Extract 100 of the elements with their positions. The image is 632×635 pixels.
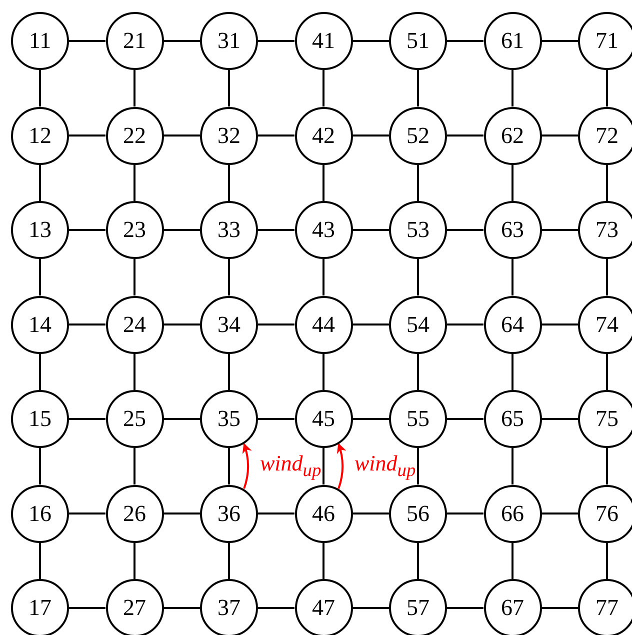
- connector-line: [164, 229, 200, 231]
- node-circle: 11: [11, 12, 69, 70]
- node-circle: 36: [200, 484, 258, 542]
- connector-line: [258, 418, 294, 420]
- connector-line: [258, 324, 294, 326]
- connector-line: [322, 448, 324, 484]
- node-circle: 37: [200, 579, 258, 635]
- connector-line: [39, 259, 41, 296]
- node-circle: 26: [106, 484, 164, 542]
- node-circle: 27: [106, 579, 164, 635]
- node-circle: 33: [200, 201, 258, 259]
- connector-line: [417, 542, 419, 579]
- connector-line: [447, 418, 484, 420]
- connector-line: [39, 70, 41, 106]
- node-circle: 34: [200, 296, 258, 354]
- connector-line: [69, 512, 106, 514]
- connector-line: [164, 324, 200, 326]
- node-circle: 32: [200, 106, 258, 164]
- connector-line: [417, 164, 419, 201]
- connector-line: [512, 70, 514, 106]
- node-circle: 72: [578, 106, 632, 164]
- connector-line: [258, 134, 294, 136]
- connector-line: [606, 70, 608, 106]
- node-circle: 15: [11, 390, 69, 448]
- node-circle: 45: [294, 390, 352, 448]
- connector-line: [258, 607, 294, 609]
- connector-line: [39, 448, 41, 484]
- node-circle: 52: [389, 106, 447, 164]
- node-circle: 17: [11, 579, 69, 635]
- connector-line: [258, 229, 294, 231]
- connector-line: [352, 512, 389, 514]
- node-circle: 55: [389, 390, 447, 448]
- connector-line: [39, 542, 41, 579]
- node-circle: 43: [294, 201, 352, 259]
- node-circle: 35: [200, 390, 258, 448]
- connector-line: [512, 448, 514, 484]
- connector-line: [606, 259, 608, 296]
- connector-line: [542, 40, 578, 42]
- connector-line: [69, 134, 106, 136]
- connector-line: [352, 607, 389, 609]
- connector-line: [134, 354, 136, 390]
- connector-line: [69, 229, 106, 231]
- node-circle: 66: [484, 484, 542, 542]
- connector-line: [69, 40, 106, 42]
- node-circle: 71: [578, 12, 632, 70]
- node-circle: 31: [200, 12, 258, 70]
- node-circle: 77: [578, 579, 632, 635]
- connector-line: [512, 542, 514, 579]
- connector-line: [164, 512, 200, 514]
- node-circle: 41: [294, 12, 352, 70]
- connector-line: [164, 134, 200, 136]
- connector-line: [228, 542, 230, 579]
- node-circle: 65: [484, 390, 542, 448]
- connector-line: [417, 354, 419, 390]
- node-circle: 56: [389, 484, 447, 542]
- connector-line: [322, 354, 324, 390]
- connector-line: [134, 164, 136, 201]
- arrow: [336, 443, 346, 489]
- connector-line: [542, 324, 578, 326]
- connector-line: [134, 259, 136, 296]
- connector-line: [352, 229, 389, 231]
- node-circle: 54: [389, 296, 447, 354]
- node-circle: 67: [484, 579, 542, 635]
- node-circle: 57: [389, 579, 447, 635]
- arrow: [242, 443, 252, 489]
- node-circle: 23: [106, 201, 164, 259]
- connector-line: [447, 607, 484, 609]
- node-circle: 64: [484, 296, 542, 354]
- connector-line: [352, 324, 389, 326]
- connector-line: [322, 542, 324, 579]
- connector-line: [134, 70, 136, 106]
- connector-line: [164, 607, 200, 609]
- connector-line: [417, 70, 419, 106]
- node-circle: 24: [106, 296, 164, 354]
- connector-line: [228, 448, 230, 484]
- connector-line: [69, 607, 106, 609]
- connector-line: [417, 448, 419, 484]
- connector-line: [606, 164, 608, 201]
- node-circle: 75: [578, 390, 632, 448]
- node-circle: 51: [389, 12, 447, 70]
- connector-line: [322, 70, 324, 106]
- connector-line: [228, 354, 230, 390]
- node-circle: 53: [389, 201, 447, 259]
- connector-line: [542, 229, 578, 231]
- node-circle: 21: [106, 12, 164, 70]
- connector-line: [447, 512, 484, 514]
- connector-line: [352, 134, 389, 136]
- connector-line: [322, 164, 324, 201]
- connector-line: [322, 259, 324, 296]
- node-circle: 74: [578, 296, 632, 354]
- connector-line: [606, 448, 608, 484]
- node-circle: 46: [294, 484, 352, 542]
- edge-label: wind$_{up}$: [259, 452, 322, 480]
- connector-line: [417, 259, 419, 296]
- connector-line: [512, 164, 514, 201]
- connector-line: [542, 134, 578, 136]
- node-circle: 22: [106, 106, 164, 164]
- node-circle: 14: [11, 296, 69, 354]
- connector-line: [69, 418, 106, 420]
- connector-line: [228, 164, 230, 201]
